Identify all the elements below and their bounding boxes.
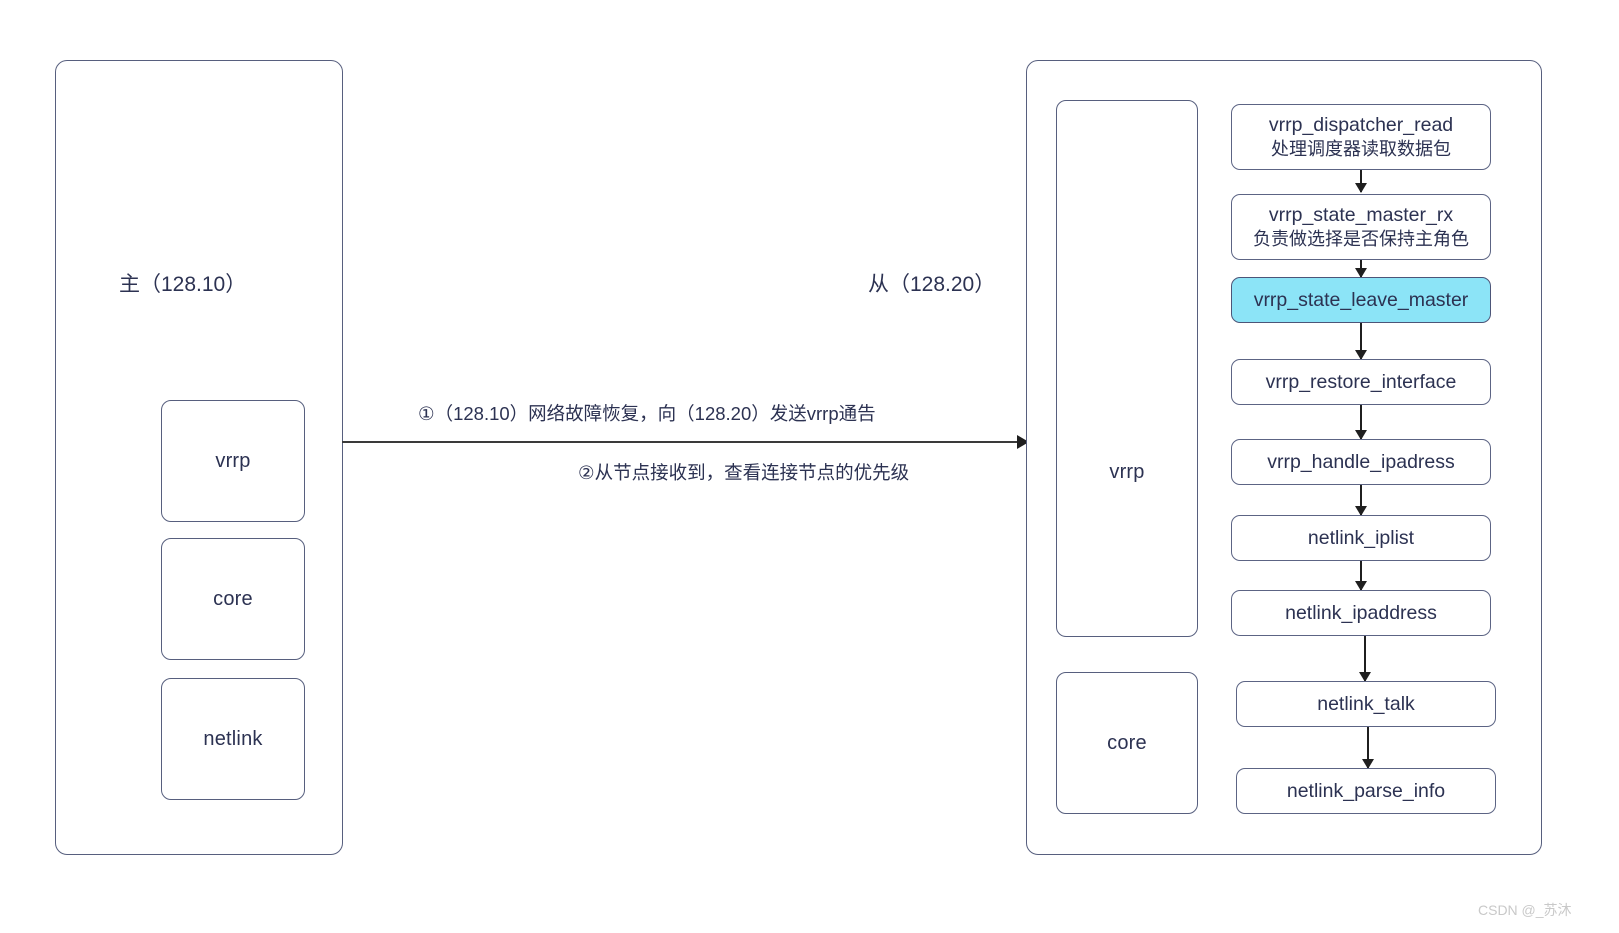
flow-step-title: vrrp_dispatcher_read: [1268, 114, 1454, 136]
module-label: core: [213, 587, 253, 610]
csdn-watermark: CSDN @_苏沐: [1478, 902, 1572, 918]
left-module-netlink[interactable]: netlink: [161, 678, 305, 800]
flow-step-vrrp-state-leave-master[interactable]: vrrp_state_leave_master: [1231, 277, 1491, 323]
connector-label-above: ①（128.10）网络故障恢复，向（128.20）发送vrrp通告: [418, 403, 876, 424]
flow-step-title: vrrp_handle_ipadress: [1267, 450, 1455, 473]
flow-step-vrrp-state-master-rx[interactable]: vrrp_state_master_rx 负责做选择是否保持主角色: [1231, 194, 1491, 260]
flow-step-vrrp-handle-ipadress[interactable]: vrrp_handle_ipadress: [1231, 439, 1491, 485]
flow-arrow-1: [1360, 170, 1362, 192]
flow-step-title: netlink_talk: [1317, 692, 1415, 715]
flow-arrow-8: [1367, 727, 1369, 768]
flow-arrow-6: [1360, 561, 1362, 590]
left-module-vrrp[interactable]: vrrp: [161, 400, 305, 522]
flow-step-subtitle: 负责做选择是否保持主角色: [1253, 228, 1469, 249]
flow-step-title: netlink_parse_info: [1286, 779, 1446, 802]
master-to-backup-arrow: [342, 441, 1028, 443]
flow-step-title: netlink_iplist: [1307, 526, 1415, 549]
flow-step-vrrp-restore-interface[interactable]: vrrp_restore_interface: [1231, 359, 1491, 405]
flow-step-netlink-ipaddress[interactable]: netlink_ipaddress: [1231, 590, 1491, 636]
left-module-core[interactable]: core: [161, 538, 305, 660]
flow-arrow-3: [1360, 323, 1362, 359]
flow-step-title: vrrp_state_leave_master: [1253, 288, 1469, 311]
flow-arrow-7: [1364, 636, 1366, 681]
left-panel-title: 主（128.10）: [119, 273, 247, 296]
module-label: vrrp: [1109, 461, 1145, 483]
right-module-vrrp[interactable]: vrrp: [1056, 100, 1198, 637]
right-panel-title: 从（128.20）: [868, 273, 996, 296]
flow-step-netlink-parse-info[interactable]: netlink_parse_info: [1236, 768, 1496, 814]
flow-step-title: vrrp_state_master_rx: [1268, 204, 1454, 226]
flow-arrow-4: [1360, 405, 1362, 439]
flow-arrow-5: [1360, 485, 1362, 515]
module-label: vrrp: [215, 449, 251, 472]
flow-step-netlink-iplist[interactable]: netlink_iplist: [1231, 515, 1491, 561]
flow-step-netlink-talk[interactable]: netlink_talk: [1236, 681, 1496, 727]
flow-step-title: vrrp_restore_interface: [1265, 370, 1457, 393]
flow-step-title: netlink_ipaddress: [1285, 601, 1437, 624]
flow-arrow-2: [1360, 260, 1362, 277]
flow-step-vrrp-dispatcher-read[interactable]: vrrp_dispatcher_read 处理调度器读取数据包: [1231, 104, 1491, 170]
flow-step-subtitle: 处理调度器读取数据包: [1271, 138, 1451, 159]
module-label: core: [1107, 731, 1147, 754]
right-module-core[interactable]: core: [1056, 672, 1198, 814]
connector-label-below: ②从节点接收到，查看连接节点的优先级: [578, 462, 910, 483]
module-label: netlink: [203, 727, 263, 750]
